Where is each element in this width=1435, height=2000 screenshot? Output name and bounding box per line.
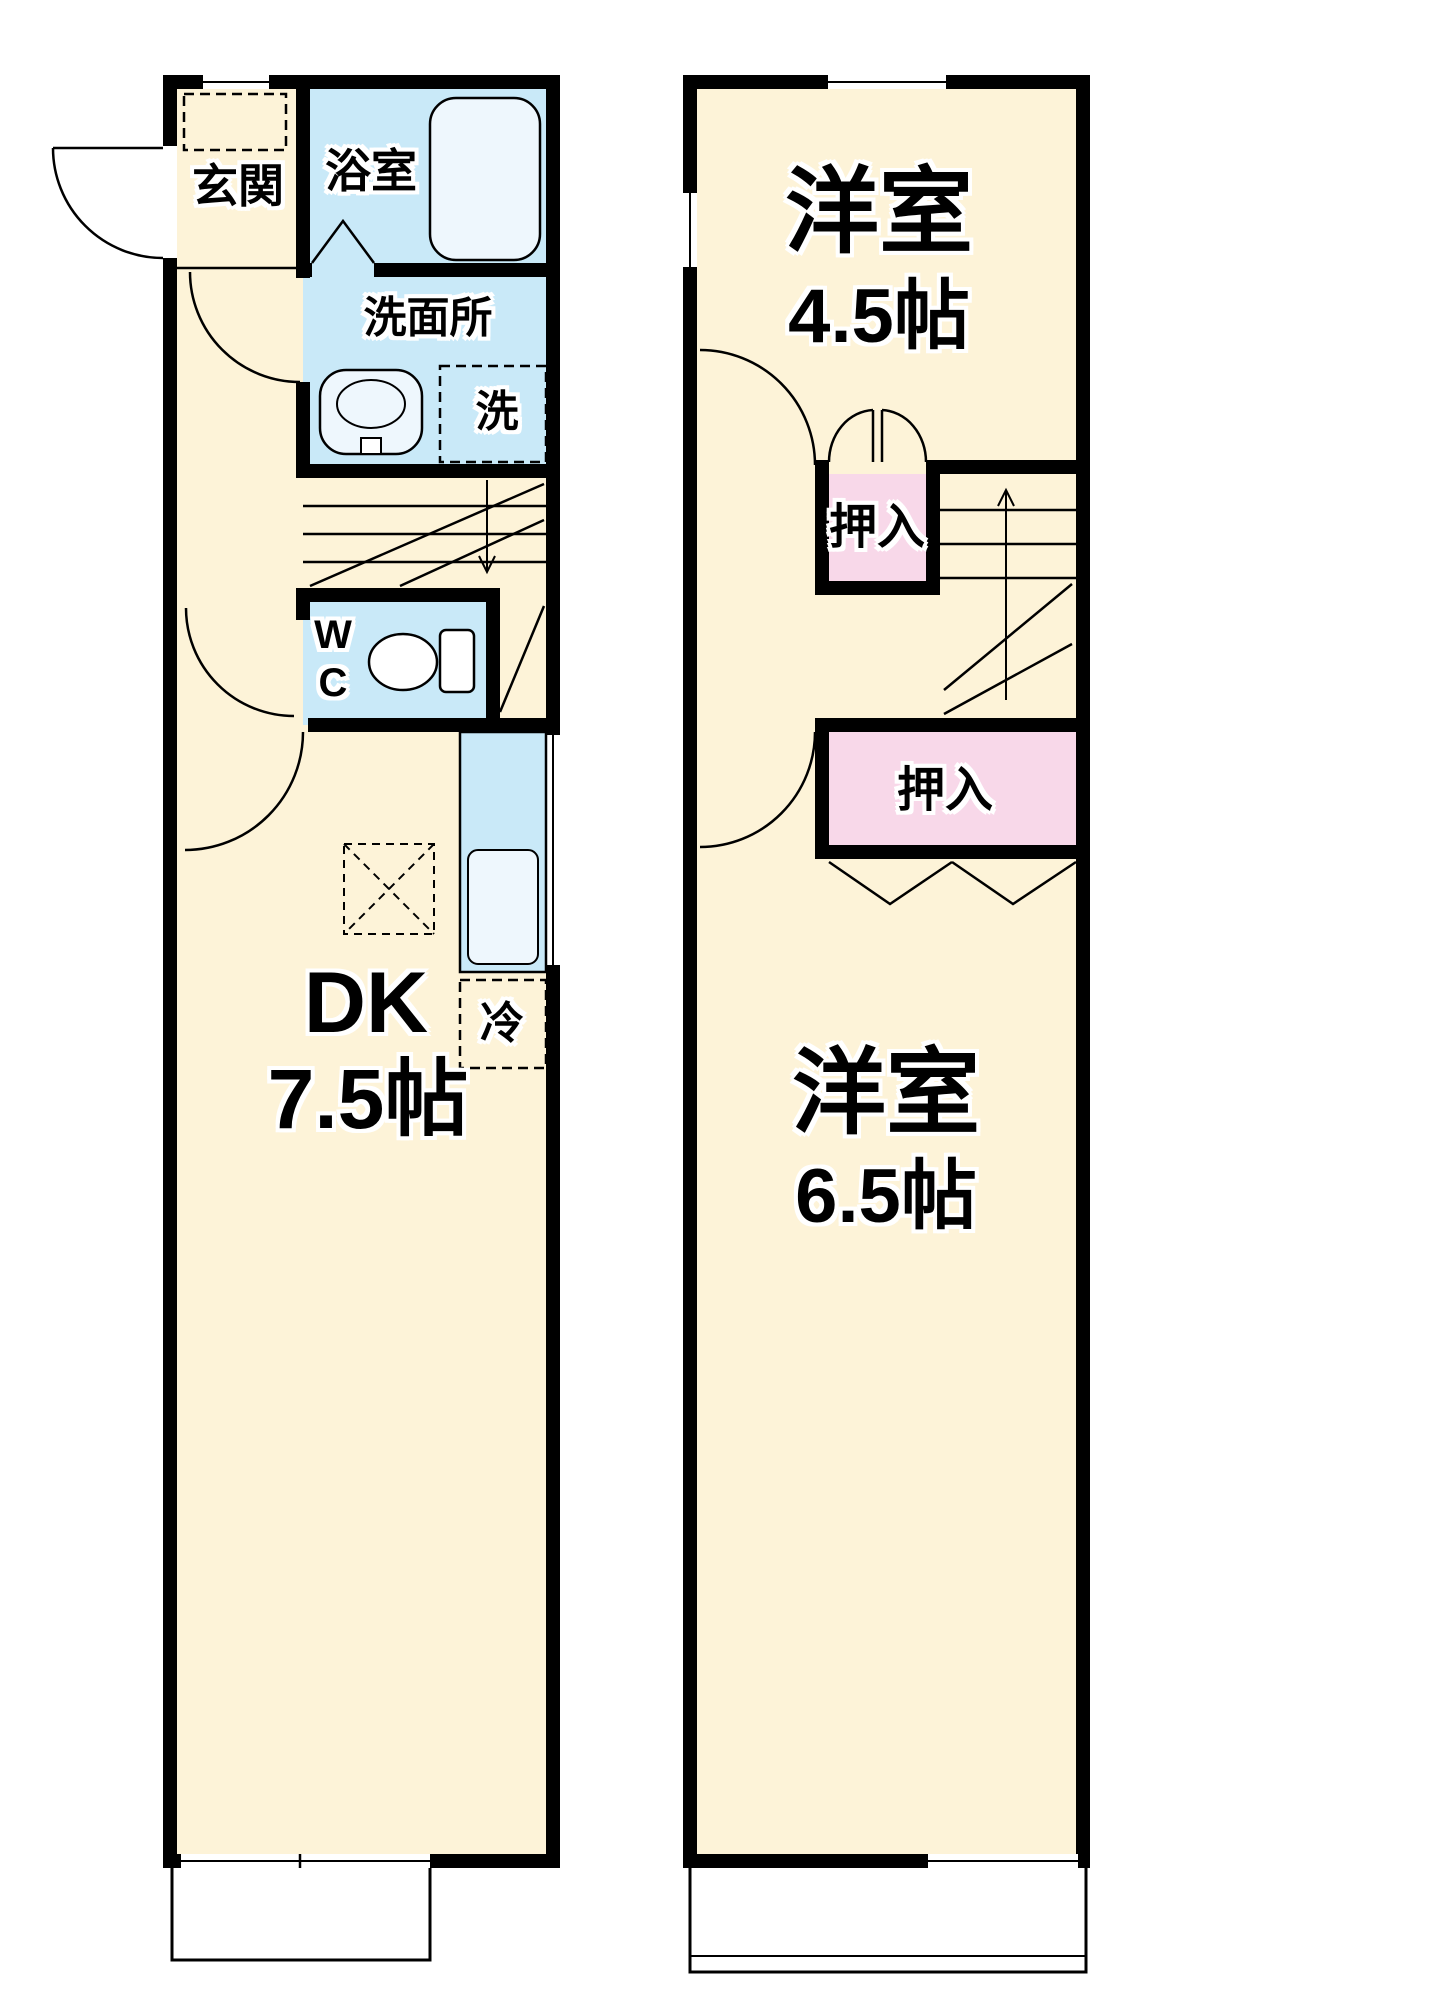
stairs-2f bbox=[940, 487, 1076, 716]
stairs-1f bbox=[303, 480, 546, 713]
closet1-floor bbox=[829, 474, 926, 581]
toilet-tank bbox=[438, 628, 476, 694]
dk-door-arc bbox=[184, 731, 305, 852]
bath-folding-door bbox=[310, 218, 376, 264]
room2-door-arc bbox=[699, 731, 817, 849]
closet2-door-mark-right bbox=[951, 860, 1077, 906]
floor1-windows bbox=[163, 75, 560, 1868]
closet1-door-arc-right bbox=[881, 408, 928, 463]
entrance-door-arc bbox=[51, 147, 164, 260]
toilet-bowl bbox=[367, 632, 439, 692]
closet2-floor bbox=[829, 732, 1076, 845]
floor2-room-fills bbox=[683, 75, 1090, 1868]
laundry-pan bbox=[438, 364, 548, 464]
floor1-fixtures bbox=[177, 92, 548, 1070]
balconies bbox=[170, 1868, 1088, 1974]
room1-door-arc bbox=[699, 348, 817, 466]
entrance-opening bbox=[163, 146, 177, 258]
floor1-doors bbox=[51, 146, 305, 852]
washbasin-bowl bbox=[336, 379, 406, 429]
balcony-1f bbox=[170, 1868, 432, 1962]
closet2-door-mark-left bbox=[828, 860, 953, 906]
floor2-plan bbox=[683, 75, 1090, 1868]
table-outline bbox=[343, 843, 435, 935]
floor2-windows bbox=[683, 75, 1078, 1868]
closet1-door-arc-left bbox=[827, 408, 874, 463]
floor1-plan bbox=[51, 75, 560, 1868]
bathtub bbox=[428, 96, 542, 262]
entrance-step bbox=[182, 92, 288, 152]
kitchen-sink bbox=[467, 849, 539, 965]
wc-door-arc bbox=[184, 607, 295, 718]
washbasin-pedestal bbox=[360, 437, 382, 455]
balcony-2f bbox=[688, 1868, 1088, 1974]
fridge-space bbox=[458, 978, 548, 1070]
floor2-doors bbox=[699, 348, 1077, 906]
washroom-door-arc bbox=[188, 271, 301, 384]
